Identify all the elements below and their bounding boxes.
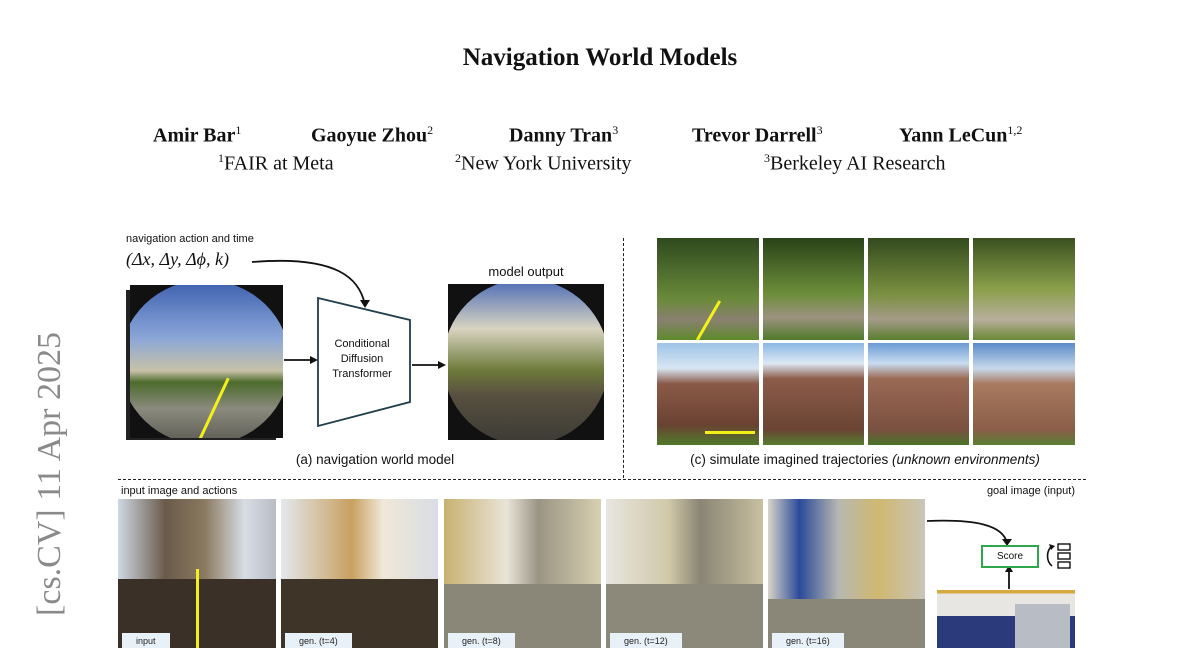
arrows (251, 260, 446, 369)
goal-image-label: goal image (input) (986, 485, 1075, 497)
author: Gaoyue Zhou2 (311, 123, 434, 147)
arxiv-stamp: [cs.CV] 11 Apr 2025 (31, 332, 68, 616)
frame-tag: gen. (t=16) (772, 633, 844, 648)
model-output-label: model output (488, 264, 564, 279)
action-label: navigation action and time (126, 233, 254, 245)
frame-image: gen. (t=16) (768, 499, 925, 648)
trajectory-image (657, 238, 759, 340)
author: Danny Tran3 (509, 123, 619, 147)
divider-vertical (623, 238, 624, 478)
trajectory-image (973, 343, 1075, 445)
affiliation: 1FAIR at Meta (218, 151, 334, 175)
trajectory-image (973, 238, 1075, 340)
paper-title: Navigation World Models (462, 44, 738, 71)
caption-a: (a) navigation world model (295, 452, 455, 467)
frame-image: gen. (t=4) (281, 499, 438, 648)
trajectory-image (657, 343, 759, 445)
frame-image: gen. (t=8) (444, 499, 601, 648)
score-arrows (926, 519, 1013, 589)
trajectory-image (763, 238, 864, 340)
author: Trevor Darrell3 (692, 123, 823, 147)
caption-c: (c) simulate imagined trajectories (unkn… (690, 452, 1040, 467)
ranking-icon (1046, 543, 1071, 569)
frame-image: input (118, 499, 276, 648)
author: Amir Bar1 (153, 123, 242, 147)
frame-tag: input (122, 633, 170, 648)
score-box: Score (981, 545, 1039, 568)
affiliation: 3Berkeley AI Research (764, 151, 946, 175)
trajectory-image (868, 343, 969, 445)
frame-tag: gen. (t=12) (610, 633, 682, 648)
model-output-image (448, 284, 604, 440)
action-math: (Δx, Δy, Δϕ, k) (126, 249, 229, 269)
divider-horizontal (118, 479, 1086, 480)
affiliation: 2New York University (455, 151, 632, 175)
frame-tag: gen. (t=4) (285, 633, 352, 648)
author: Yann LeCun1,2 (899, 123, 1023, 147)
input-actions-label: input image and actions (121, 485, 238, 497)
diffusion-transformer-block (317, 296, 411, 428)
input-image (130, 285, 283, 438)
trajectory-image (868, 238, 969, 340)
frame-image: gen. (t=12) (606, 499, 763, 648)
frame-tag: gen. (t=8) (448, 633, 515, 648)
goal-image (937, 590, 1075, 648)
trajectory-image (763, 343, 864, 445)
